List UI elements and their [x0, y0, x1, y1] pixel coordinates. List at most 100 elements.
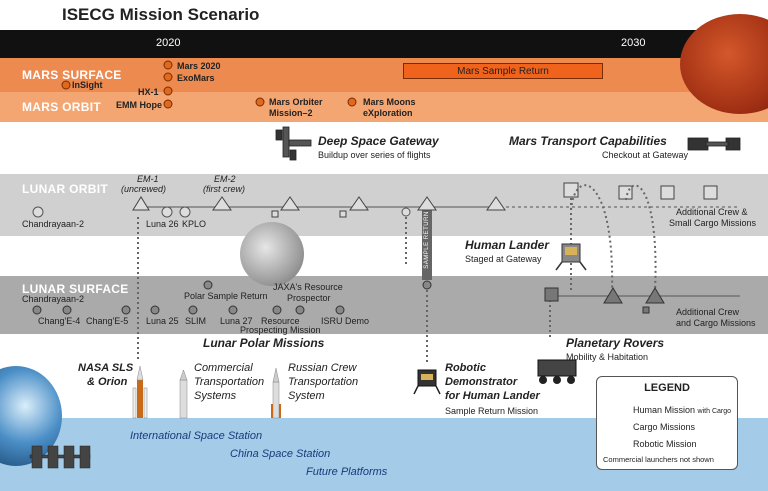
hx1-marker — [163, 86, 173, 96]
em2-triangle — [212, 196, 232, 211]
legend-human-text: Human Mission — [633, 405, 696, 415]
surface-cargo-square — [544, 287, 559, 302]
insight-label: InSight — [72, 80, 103, 90]
em2-label-a: EM-2 — [214, 174, 236, 184]
orbiter2-label-b: Mission–2 — [269, 108, 313, 118]
orbit-robotic-marker — [401, 207, 411, 217]
slim-label: SLIM — [185, 316, 207, 326]
change5-marker — [121, 305, 131, 315]
css-label: China Space Station — [230, 448, 331, 460]
year-2020: 2020 — [156, 37, 181, 49]
em1-label-b: (uncrewed) — [121, 184, 167, 194]
mars-surface-band — [0, 58, 768, 92]
moon-image — [240, 222, 304, 286]
luna26-label: Luna 26 — [146, 219, 179, 229]
slim-marker — [188, 305, 198, 315]
sls-label-b: & Orion — [87, 376, 128, 388]
mars-planet-image — [680, 14, 768, 114]
robotic-demo-label-a: Robotic — [445, 362, 486, 374]
chandrayaan2-orbit-marker — [32, 206, 44, 218]
moons-label-b: eXploration — [363, 108, 413, 118]
lunar-polar-title: Lunar Polar Missions — [203, 336, 325, 350]
human-lander-sub: Staged at Gateway — [465, 254, 542, 264]
additional-orbit-label-b: Small Cargo Missions — [669, 218, 757, 228]
exomars-label: ExoMars — [177, 73, 215, 83]
chandrayaan2-surface-label: Chandrayaan-2 — [22, 294, 85, 304]
year-2030: 2030 — [621, 37, 646, 49]
human-lander-icon — [555, 243, 587, 271]
moons-label-a: Mars Moons — [363, 97, 416, 107]
russian-rocket-icon — [271, 367, 281, 419]
jaxa-marker — [295, 305, 305, 315]
chandrayaan2-surface-marker — [32, 305, 42, 315]
orbit-cargo-large-3 — [660, 185, 675, 200]
rovers-sub: Mobility & Habitation — [566, 352, 649, 362]
sample-return-bar — [422, 208, 432, 280]
em1-triangle — [132, 196, 150, 211]
change4-marker — [62, 305, 72, 315]
commercial-label-a: Commercial — [194, 362, 253, 374]
robotic-lander-icon — [413, 369, 441, 395]
timeline-header-band — [0, 30, 768, 58]
emm-marker — [163, 99, 173, 109]
gateway-sub: Buildup over series of flights — [318, 150, 431, 160]
orbit-triangle-2 — [349, 196, 369, 211]
legend-cargo-label: Cargo Missions — [633, 422, 696, 432]
mtc-title: Mars Transport Capabilities — [509, 134, 667, 148]
rover-icon — [537, 359, 577, 384]
luna27-label: Luna 27 — [220, 316, 253, 326]
resource-label-a: Resource — [261, 316, 300, 326]
orbit-triangle-1 — [280, 196, 300, 211]
surface-human-triangle-1 — [603, 287, 623, 304]
luna26-marker — [161, 206, 173, 218]
mars2020-marker — [163, 60, 173, 70]
commercial-label-b: Transportation — [194, 376, 265, 388]
insight-marker — [61, 80, 71, 90]
russian-label-b: Transportation — [288, 376, 359, 388]
moons-marker — [347, 97, 357, 107]
legend-robotic-label: Robotic Mission — [633, 439, 697, 449]
resource-marker — [272, 305, 282, 315]
legend-note: Commercial launchers not shown — [603, 455, 714, 464]
sls-label-a: NASA SLS — [78, 362, 134, 374]
gateway-station-icon — [275, 126, 312, 161]
chandrayaan2-orbit-label: Chandrayaan-2 — [22, 219, 85, 229]
human-lander-title: Human Lander — [465, 238, 550, 252]
sls-rocket-icon — [132, 365, 148, 419]
mars-surface-label: MARS SURFACE — [22, 68, 122, 82]
orbit-triangle-4 — [486, 196, 506, 211]
mtc-sub: Checkout at Gateway — [602, 150, 689, 160]
exomars-marker — [163, 72, 173, 82]
luna27-marker — [228, 305, 238, 315]
additional-surface-label-b: and Cargo Missions — [676, 318, 756, 328]
luna25-marker — [150, 305, 160, 315]
surface-cargo-small — [642, 306, 650, 314]
mars-sample-return-label: Mars Sample Return — [457, 66, 549, 77]
mars-sample-return-bar — [403, 63, 603, 79]
polar-sample-return-label: Polar Sample Return — [184, 291, 268, 301]
orbit-triangle-3 — [417, 196, 437, 211]
mars2020-label: Mars 2020 — [177, 61, 221, 71]
change5-label: Chang'E-5 — [86, 316, 129, 326]
orbiter2-marker — [255, 97, 265, 107]
additional-orbit-label-a: Additional Crew & — [676, 207, 748, 217]
kplo-marker — [179, 206, 191, 218]
polar-sample-return-marker — [203, 280, 213, 290]
russian-label-c: System — [288, 390, 325, 402]
orbit-cargo-small-2 — [339, 210, 347, 218]
robotic-demo-label-b: Demonstrator — [445, 376, 518, 388]
orbiter2-label-a: Mars Orbiter — [269, 97, 323, 107]
em2-label-b: (first crew) — [203, 184, 245, 194]
change4-label: Chang'E-4 — [38, 316, 81, 326]
legend-human-label: Human Mission with Cargo — [633, 405, 731, 415]
lunar-orbit-band — [0, 174, 768, 236]
additional-surface-label-a: Additional Crew — [676, 307, 740, 317]
commercial-label-c: Systems — [194, 390, 237, 402]
isru-marker — [335, 305, 345, 315]
page-title: ISECG Mission Scenario — [62, 5, 260, 24]
hx1-label: HX-1 — [138, 87, 159, 97]
orbit-cargo-large-2 — [618, 185, 633, 200]
legend-box: LEGEND Human Mission with Cargo Cargo Mi… — [596, 376, 738, 470]
mars-orbit-band — [0, 92, 768, 122]
future-label: Future Platforms — [306, 466, 388, 478]
